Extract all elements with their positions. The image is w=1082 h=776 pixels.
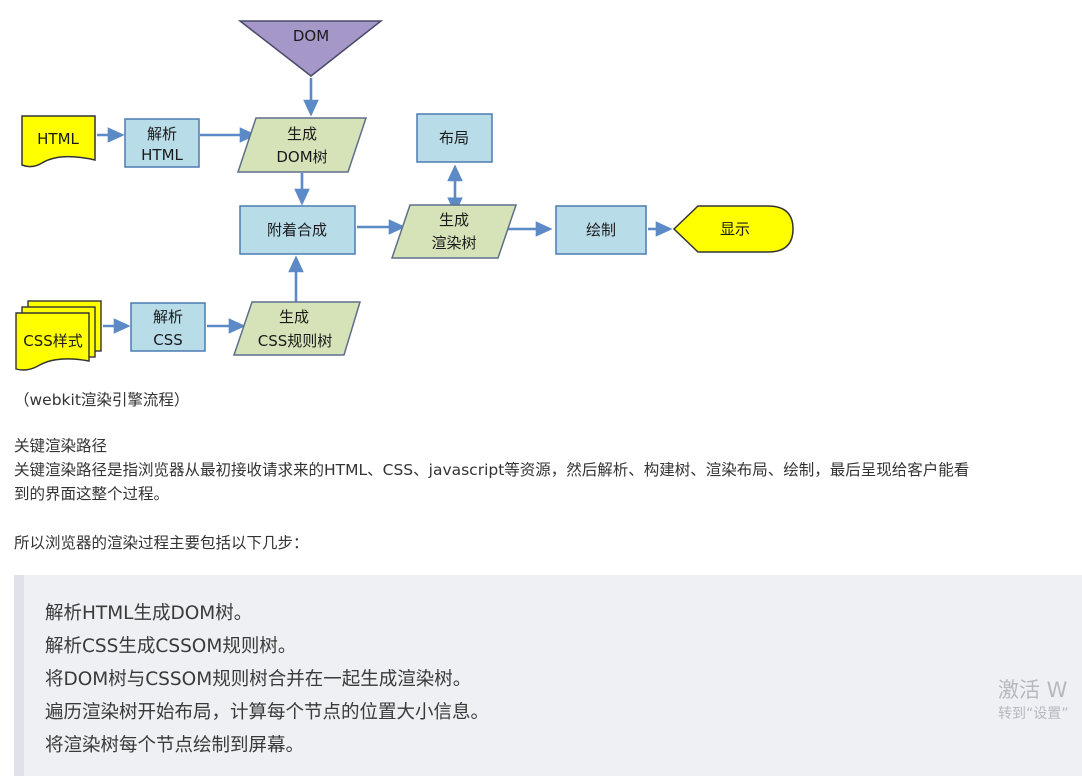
layout-label: 布局 <box>439 129 469 147</box>
attach-label: 附着合成 <box>267 221 327 239</box>
display-label: 显示 <box>720 220 750 238</box>
step-item: 将DOM树与CSSOM规则树合并在一起生成渲染树。 <box>45 669 472 690</box>
webkit-render-flow-diagram: DOM HTML 解析 HTML 生成 DOM树 布局 附着合成 生成 渲染树 … <box>15 20 794 371</box>
parse-css-line1: 解析 <box>153 308 183 326</box>
step-item: 解析CSS生成CSSOM规则树。 <box>45 636 297 657</box>
attach-node: 附着合成 <box>239 205 356 255</box>
section-body-line2: 到的界面这整个过程。 <box>14 485 170 503</box>
gen-css-rules-line1: 生成 <box>279 308 309 326</box>
parse-html-line2: HTML <box>141 146 183 164</box>
diagram-caption: （webkit渲染引擎流程） <box>14 391 190 409</box>
html-input-node: HTML <box>21 115 96 168</box>
gen-css-rules-line2: CSS规则树 <box>258 332 333 350</box>
step-item: 解析HTML生成DOM树。 <box>45 603 253 624</box>
watermark-line1: 激活 W <box>998 678 1068 702</box>
gen-dom-line1: 生成 <box>287 125 317 143</box>
dom-source-node: DOM <box>237 20 384 77</box>
layout-node: 布局 <box>416 113 493 163</box>
section-title: 关键渲染路径 <box>14 437 108 455</box>
gen-dom-line2: DOM树 <box>276 148 327 166</box>
paint-label: 绘制 <box>586 221 616 239</box>
dom-label: DOM <box>293 27 329 45</box>
steps-intro: 所以浏览器的渲染过程主要包括以下几步： <box>14 534 309 552</box>
parse-html-line1: 解析 <box>147 125 177 143</box>
gen-render-tree-node: 生成 渲染树 <box>390 204 518 259</box>
paint-node: 绘制 <box>555 205 647 255</box>
html-label: HTML <box>37 130 79 148</box>
flow-arrows <box>97 78 673 334</box>
gen-css-rules-node: 生成 CSS规则树 <box>232 301 362 356</box>
parse-css-line2: CSS <box>153 331 183 349</box>
steps-blockquote: 解析HTML生成DOM树。 解析CSS生成CSSOM规则树。 将DOM树与CSS… <box>14 575 1082 776</box>
steps-list: 解析HTML生成DOM树。 解析CSS生成CSSOM规则树。 将DOM树与CSS… <box>45 597 489 762</box>
section-body-line1: 关键渲染路径是指浏览器从最初接收请求来的HTML、CSS、javascript等… <box>14 461 970 479</box>
parse-html-node: 解析 HTML <box>124 118 200 168</box>
display-node: 显示 <box>672 205 794 253</box>
gen-dom-tree-node: 生成 DOM树 <box>236 117 368 173</box>
step-item: 将渲染树每个节点绘制到屏幕。 <box>45 735 305 756</box>
watermark-line2: 转到“设置” <box>998 706 1069 722</box>
gen-render-line1: 生成 <box>439 211 469 229</box>
blockquote-bar <box>14 575 24 776</box>
activation-watermark: 激活 W 转到“设置” <box>998 676 1069 724</box>
parse-css-node: 解析 CSS <box>130 302 206 352</box>
css-styles-label: CSS样式 <box>23 332 83 350</box>
gen-render-line2: 渲染树 <box>431 234 476 252</box>
css-styles-input-node: CSS样式 <box>15 300 102 371</box>
step-item: 遍历渲染树开始布局，计算每个节点的位置大小信息。 <box>45 702 490 723</box>
